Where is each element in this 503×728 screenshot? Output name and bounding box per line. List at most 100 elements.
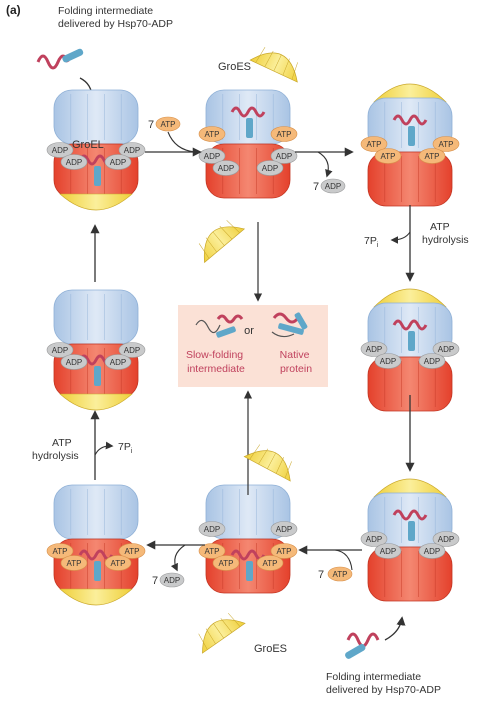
svg-text:ATP: ATP xyxy=(111,559,126,568)
pi-label-right: 7Pi xyxy=(364,235,379,249)
arrow-adp-release-top xyxy=(317,151,333,178)
svg-text:ADP: ADP xyxy=(218,164,234,173)
adp-badge: ADP xyxy=(360,531,388,547)
svg-text:ATP: ATP xyxy=(161,120,176,129)
outcome-box: or Slow-folding intermediate Native prot… xyxy=(178,305,328,387)
adp-badge: ADP xyxy=(46,342,74,358)
adp-badge: ADP xyxy=(432,531,460,547)
atp-badge: ATP xyxy=(256,555,284,571)
svg-text:ADP: ADP xyxy=(366,345,382,354)
panel-label: (a) xyxy=(6,3,21,17)
intermediate-label-bottom: Folding intermediate delivered by Hsp70-… xyxy=(326,671,441,696)
atp-badge: ATP xyxy=(198,543,226,559)
adp-badge: ADP xyxy=(212,160,240,176)
groes-cap-icon xyxy=(373,478,447,498)
adp-badge: ADP xyxy=(118,342,146,358)
svg-text:ADP: ADP xyxy=(380,357,396,366)
atp-badge-top-free: ATP xyxy=(155,116,181,132)
svg-text:ADP: ADP xyxy=(110,358,126,367)
groes-cap-icon xyxy=(59,588,133,606)
pi-label-left: 7Pi xyxy=(118,441,133,455)
svg-text:ADP: ADP xyxy=(276,525,292,534)
atp-badge: ATP xyxy=(270,543,298,559)
adp-badge: ADP xyxy=(118,142,146,158)
arrow-atp-curve-bottom xyxy=(334,549,353,571)
groes-label-top: GroES xyxy=(218,61,251,73)
groes-cap-icon xyxy=(59,393,133,411)
svg-text:ADP: ADP xyxy=(424,547,440,556)
atp-badge: ATP xyxy=(374,148,402,164)
svg-text:ATP: ATP xyxy=(67,559,82,568)
svg-text:ATP: ATP xyxy=(53,547,68,556)
free-groes-layer xyxy=(198,47,298,654)
svg-text:ADP: ADP xyxy=(424,357,440,366)
atp-hydrolysis-left: ATP hydrolysis xyxy=(32,437,79,462)
svg-text:ADP: ADP xyxy=(124,346,140,355)
atp-badge: ATP xyxy=(104,555,132,571)
adp-badge-bottom-free: ADP xyxy=(159,572,185,588)
svg-text:ADP: ADP xyxy=(366,535,382,544)
adp-badge: ADP xyxy=(46,142,74,158)
atp-badge: ATP xyxy=(46,543,74,559)
atp-hydrolysis-right: ATP hydrolysis xyxy=(422,221,469,246)
free-groes-left-top-icon xyxy=(198,220,246,264)
groes-cap-icon xyxy=(59,193,133,211)
svg-text:ADP: ADP xyxy=(66,358,82,367)
adp-badge: ADP xyxy=(432,341,460,357)
svg-text:ADP: ADP xyxy=(110,158,126,167)
atp-badge: ATP xyxy=(432,136,460,152)
adp-badge-top-free: ADP xyxy=(320,178,346,194)
groel-label: GroEL xyxy=(72,139,104,151)
slow-folding-intermediate-icon xyxy=(195,314,244,338)
svg-text:ATP: ATP xyxy=(333,570,348,579)
svg-text:ADP: ADP xyxy=(66,158,82,167)
atp-badge-bottom-free: ATP xyxy=(327,566,353,582)
adp-badge: ADP xyxy=(60,154,88,170)
arrow-atp-curve-top xyxy=(167,131,196,153)
adp-badge: ADP xyxy=(270,521,298,537)
hsp70-intermediate-top xyxy=(36,48,84,70)
svg-text:ATP: ATP xyxy=(425,152,440,161)
adp-count-bottom: 7 xyxy=(152,575,158,587)
adp-badge: ADP xyxy=(374,543,402,559)
atp-badge: ATP xyxy=(118,543,146,559)
svg-text:ADP: ADP xyxy=(52,346,68,355)
arrow-pi-release-left xyxy=(94,441,114,456)
svg-text:ADP: ADP xyxy=(204,152,220,161)
slow-folding-label: Slow-folding intermediate xyxy=(186,349,246,375)
svg-text:ADP: ADP xyxy=(438,535,454,544)
svg-text:ATP: ATP xyxy=(277,547,292,556)
atp-count-top: 7 xyxy=(148,119,154,131)
svg-text:ADP: ADP xyxy=(262,164,278,173)
svg-text:ATP: ATP xyxy=(277,130,292,139)
groes-label-bottom: GroES xyxy=(254,643,287,655)
svg-text:ATP: ATP xyxy=(367,140,382,149)
svg-text:ADP: ADP xyxy=(276,152,292,161)
adp-badge: ADP xyxy=(360,341,388,357)
adp-badge: ADP xyxy=(418,543,446,559)
adp-badge: ADP xyxy=(270,148,298,164)
atp-badge: ATP xyxy=(60,555,88,571)
atp-badge: ATP xyxy=(198,126,226,142)
adp-badge: ADP xyxy=(374,353,402,369)
svg-text:ATP: ATP xyxy=(125,547,140,556)
atp-badge: ATP xyxy=(360,136,388,152)
adp-count-top: 7 xyxy=(313,181,319,193)
native-protein-icon xyxy=(271,312,308,338)
native-protein-label: Native protein xyxy=(280,349,313,375)
svg-text:ATP: ATP xyxy=(219,559,234,568)
adp-badge: ADP xyxy=(418,353,446,369)
svg-text:ADP: ADP xyxy=(124,146,140,155)
arrow-pi-release-right xyxy=(390,231,411,244)
atp-badge: ATP xyxy=(270,126,298,142)
svg-text:ADP: ADP xyxy=(52,146,68,155)
adp-badge: ADP xyxy=(104,154,132,170)
hsp70-intermediate-bottom xyxy=(345,632,380,659)
free-groes-bottom-left-icon xyxy=(198,612,246,654)
free-groes-top-icon xyxy=(249,47,298,83)
